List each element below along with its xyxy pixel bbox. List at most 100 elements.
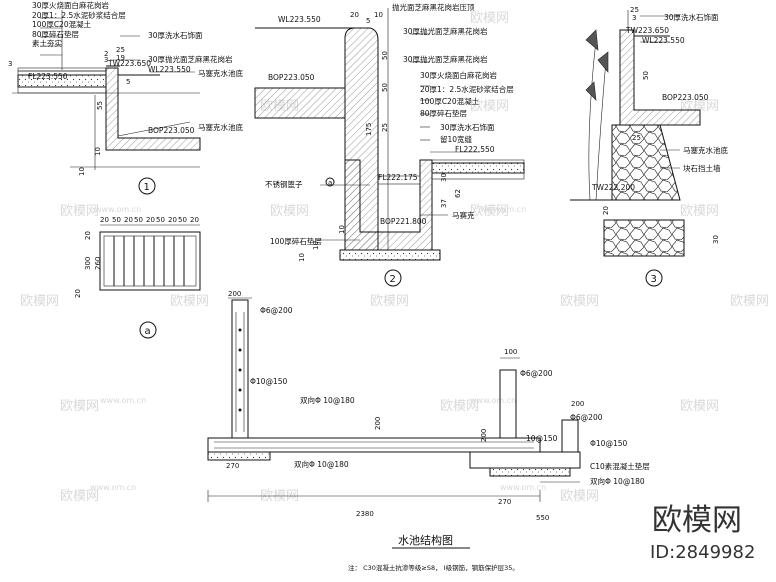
dimension: 3 — [104, 56, 108, 64]
detail-a-grate: 20 50 20 50 20 50 20 50 20 300 260 20 20… — [74, 216, 201, 339]
grate-inner-frame — [103, 235, 197, 287]
dimension: 55 — [96, 101, 104, 110]
layer-label: 30厚抛光面芝麻黑花岗岩 — [403, 26, 488, 36]
watermark-brand: 欧模网 — [470, 11, 509, 26]
grate-frame — [99, 231, 201, 291]
watermark-brand: 欧模网 — [370, 294, 409, 309]
level-fl: FL223.550 — [28, 72, 68, 81]
level-tw: TW222.200 — [591, 183, 635, 192]
section-number: 3 — [651, 274, 657, 285]
dimension: 20 — [84, 231, 92, 240]
section-number: 2 — [390, 274, 396, 285]
dimension: 5 — [126, 78, 130, 86]
rebar-label: Φ10@150 — [590, 439, 627, 448]
wall-footing — [603, 219, 685, 257]
watermark-brand: 欧模网 — [680, 399, 719, 414]
dimension: 50 — [112, 216, 121, 224]
layer-label: 30厚火烧面白麻花岗岩 — [32, 0, 110, 10]
dimension: 5 — [366, 17, 370, 25]
layer-label: 80厚碎石垫层 — [32, 29, 80, 39]
detail-marker — [139, 321, 157, 339]
concrete-layer — [431, 162, 525, 174]
layer-label: 30厚抛光面芝麻黑花岗岩 — [403, 54, 488, 64]
watermark-layer: 欧模网 欧模网 欧模网 欧模网 欧模网 欧模网 欧模网 欧模网 欧模网 欧模网 … — [20, 11, 769, 563]
dimension: 2380 — [356, 510, 374, 518]
dimension: 270 — [498, 498, 511, 506]
structure-wall-right — [499, 369, 517, 439]
section-marker — [384, 269, 402, 287]
dimension: 20 — [146, 216, 155, 224]
dimension: 50 — [156, 216, 165, 224]
rebar-label: 10@150 — [526, 434, 558, 443]
dimension: 200 — [374, 417, 382, 430]
rebar-label: 双向Φ 10@180 — [590, 476, 645, 486]
pool-wall — [105, 67, 201, 151]
watermark-brand: 欧模网 — [730, 294, 769, 309]
rebar-label: C10素混凝土垫层 — [590, 461, 650, 471]
layer-label: 100厚C20混凝土 — [420, 96, 480, 106]
stainless-grate — [377, 175, 421, 185]
dimension: 25 — [630, 6, 639, 14]
watermark-brand: 欧模网 — [680, 204, 719, 219]
dimension: 19 — [116, 54, 125, 62]
level-bop: BOP221.800 — [380, 217, 427, 226]
section-marker — [138, 177, 156, 195]
pool-structure-drawing: Φ6@200 Φ10@150 双向Φ 10@180 Φ6@200 Φ6@200 … — [207, 290, 650, 572]
section-2-detail: 抛光面芝麻黑花岗岩压顶 30厚抛光面芝麻黑花岗岩 30厚抛光面芝麻黑花岗岩 30… — [254, 2, 525, 287]
layer-label: 100厚C20混凝土 — [32, 19, 92, 29]
watermark-brand: 欧模网 — [60, 399, 99, 414]
layer-label: 30厚火烧面白麻花岗岩 — [420, 70, 498, 80]
watermark-site: www.om.cn — [100, 396, 146, 405]
dimension: 200 — [228, 290, 241, 298]
watermark-brand: 欧模网 — [470, 99, 509, 114]
layer-label: 30厚洗水石饰面 — [440, 122, 495, 132]
detail-callout: a — [328, 179, 332, 187]
dimension: 3 — [632, 14, 636, 22]
level-tw: TW223.650 — [625, 26, 669, 35]
plant-sketch — [585, 29, 609, 201]
level-fl: FL222.550 — [455, 145, 495, 154]
dimension: 20 — [74, 289, 82, 298]
watermark-brand: 欧模网 — [560, 489, 599, 504]
stone-retaining-wall — [611, 124, 681, 201]
level-bop: BOP223.050 — [268, 73, 315, 82]
dimension: 50 — [134, 216, 143, 224]
layer-label: 抛光面芝麻黑花岗岩压顶 — [392, 2, 475, 12]
pool-floor-slab — [254, 87, 346, 119]
dimension: 10 — [312, 241, 320, 250]
watermark-brand: 欧模网 — [170, 294, 209, 309]
watermark-brand: 欧模网 — [470, 204, 509, 219]
section-marker — [645, 269, 663, 287]
watermark-site: www.om.cn — [500, 483, 546, 492]
dimension: 50 — [381, 51, 389, 60]
level-bop: BOP223.050 — [662, 93, 709, 102]
watermark-id: ID:2849982 — [650, 542, 755, 563]
layer-label: 块石挡土墙 — [683, 163, 721, 173]
drawing-note: 注： C30混凝土抗渗等级≥S8， Ⅰ级钢筋，钢筋保护层35。 — [348, 563, 519, 572]
watermark-brand: 欧模网 — [60, 204, 99, 219]
section-1-detail: 30厚火烧面白麻花岗岩 20厚1：2.5水泥砂浆结合层 100厚C20混凝土 8… — [8, 0, 243, 195]
level-wl: WL223.550 — [148, 65, 191, 74]
gravel-layer — [17, 86, 107, 94]
section-3-leaders — [627, 10, 680, 169]
dimension: 50 — [381, 83, 389, 92]
watermark-site: www.om.cn — [480, 205, 526, 214]
grate-bars — [113, 236, 185, 286]
level-tw: TW223.650 — [107, 59, 151, 68]
dimension: 62 — [454, 189, 462, 198]
rebar-label: 双向Φ 10@180 — [294, 459, 349, 469]
dimension: 20 — [168, 216, 177, 224]
watermark-brand: 欧模网 — [560, 294, 599, 309]
dimension: 100 — [504, 348, 517, 356]
watermark-site: www.om.cn — [470, 396, 516, 405]
dimension: 20 — [350, 11, 359, 19]
dimension: 10 — [94, 147, 102, 156]
dimension: 20 — [602, 206, 610, 215]
detail-label: a — [145, 326, 151, 337]
rebar-label: Φ10@150 — [250, 377, 287, 386]
section-number: 1 — [144, 182, 150, 193]
dimension: 30 — [440, 173, 448, 182]
rebar-label: Φ6@200 — [570, 413, 603, 422]
layer-label: 20厚1：2.5水泥砂浆结合层 — [420, 84, 514, 94]
